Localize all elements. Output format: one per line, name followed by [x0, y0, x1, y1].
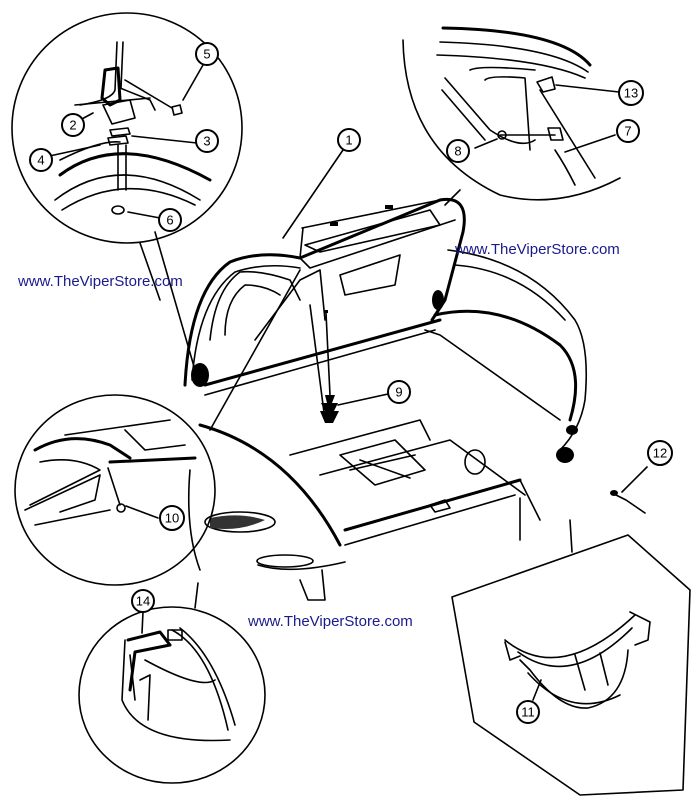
screw-detail-view — [14, 394, 216, 586]
svg-text:5: 5 — [203, 47, 210, 62]
callout-5: 5 — [195, 42, 219, 66]
svg-text:1: 1 — [345, 133, 352, 148]
car-body — [154, 197, 587, 601]
svg-text:2: 2 — [69, 118, 76, 133]
callout-8: 8 — [446, 139, 470, 163]
callout-10: 10 — [159, 505, 185, 531]
svg-text:13: 13 — [624, 86, 638, 101]
callout-7: 7 — [616, 119, 640, 143]
callout-11: 11 — [516, 700, 540, 724]
svg-text:8: 8 — [454, 144, 461, 159]
callout-2: 2 — [61, 113, 85, 137]
callout-1: 1 — [337, 128, 361, 152]
callout-12: 12 — [647, 440, 673, 466]
watermark-left: www.TheViperStore.com — [18, 273, 183, 290]
callout-6: 6 — [158, 208, 182, 232]
svg-text:3: 3 — [203, 134, 210, 149]
svg-text:7: 7 — [624, 124, 631, 139]
hinge-detail-view — [11, 12, 243, 301]
svg-text:14: 14 — [136, 594, 150, 609]
callout-4: 4 — [29, 148, 53, 172]
svg-text:9: 9 — [395, 385, 402, 400]
callout-3: 3 — [195, 129, 219, 153]
lamp-detail-view — [78, 582, 266, 784]
watermark-right: www.TheViperStore.com — [455, 241, 620, 258]
watermark-bottom: www.TheViperStore.com — [248, 613, 413, 630]
svg-text:10: 10 — [165, 511, 179, 526]
callout-9: 9 — [387, 380, 411, 404]
callout-14: 14 — [131, 589, 155, 613]
callout-13: 13 — [618, 80, 644, 106]
push-pin-part-9 — [320, 395, 339, 423]
bracket-detail-view — [451, 519, 691, 796]
svg-text:6: 6 — [166, 213, 173, 228]
svg-text:12: 12 — [653, 446, 667, 461]
strut-detail-view — [402, 26, 621, 206]
svg-text:4: 4 — [37, 153, 44, 168]
rivet-part-12 — [610, 466, 648, 514]
svg-text:11: 11 — [521, 705, 535, 720]
